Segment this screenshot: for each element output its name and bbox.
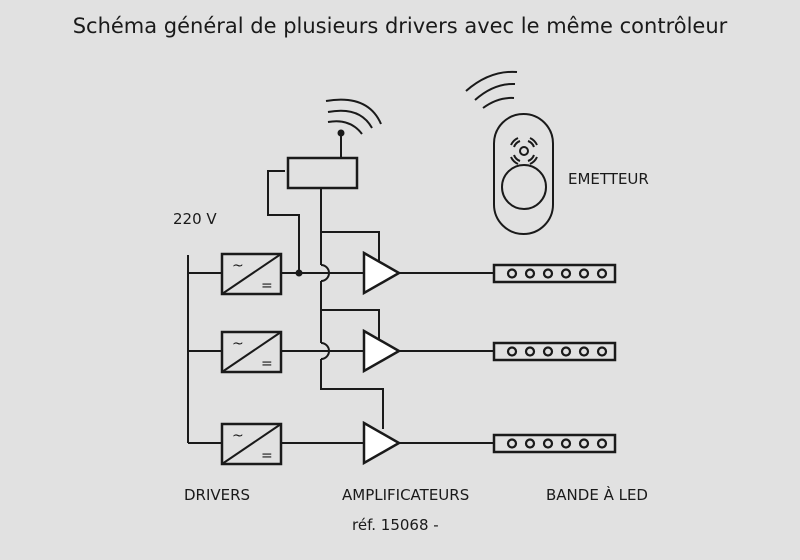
led-strip	[492, 341, 617, 362]
voltage-label: 220 V	[173, 210, 217, 228]
led-icon	[524, 438, 536, 449]
led-strip-label: BANDE À LED	[546, 486, 648, 504]
led-icon	[542, 346, 554, 357]
wire-crossover	[320, 264, 330, 282]
led-strip	[492, 263, 617, 284]
led-icon	[560, 268, 572, 279]
antenna-icon	[325, 98, 382, 158]
led-icon	[542, 438, 554, 449]
drivers-label: DRIVERS	[184, 486, 251, 504]
dc-symbol: =	[261, 448, 273, 464]
emitter-label: EMETTEUR	[568, 170, 649, 188]
driver-diagonal	[221, 331, 282, 373]
driver-diagonal	[221, 423, 282, 465]
ac-symbol: ~	[232, 258, 244, 274]
led-icon	[578, 268, 590, 279]
led-icon	[506, 268, 518, 279]
led-icon	[578, 438, 590, 449]
led-icon	[560, 346, 572, 357]
amplifier-triangle	[362, 328, 402, 374]
receiver-box	[286, 156, 359, 190]
amplifier-triangle	[362, 250, 402, 296]
led-icon	[542, 268, 554, 279]
ac-symbol: ~	[232, 428, 244, 444]
amplifier-triangle	[362, 420, 402, 466]
ac-symbol: ~	[232, 336, 244, 352]
led-icon	[524, 346, 536, 357]
wire-crossover	[320, 342, 330, 360]
led-icon	[596, 438, 608, 449]
led-icon	[560, 438, 572, 449]
led-strip	[492, 433, 617, 454]
reference-label: réf. 15068 -	[352, 516, 439, 534]
led-icon	[506, 346, 518, 357]
led-icon	[596, 346, 608, 357]
led-icon	[596, 268, 608, 279]
driver-diagonal	[221, 253, 282, 295]
dc-symbol: =	[261, 278, 273, 294]
led-icon	[506, 438, 518, 449]
amplifiers-label: AMPLIFICATEURS	[342, 486, 470, 504]
diagram-title: Schéma général de plusieurs drivers avec…	[72, 14, 728, 38]
dc-symbol: =	[261, 356, 273, 372]
led-icon	[578, 346, 590, 357]
led-icon	[524, 268, 536, 279]
remote-control-icon	[465, 70, 554, 235]
